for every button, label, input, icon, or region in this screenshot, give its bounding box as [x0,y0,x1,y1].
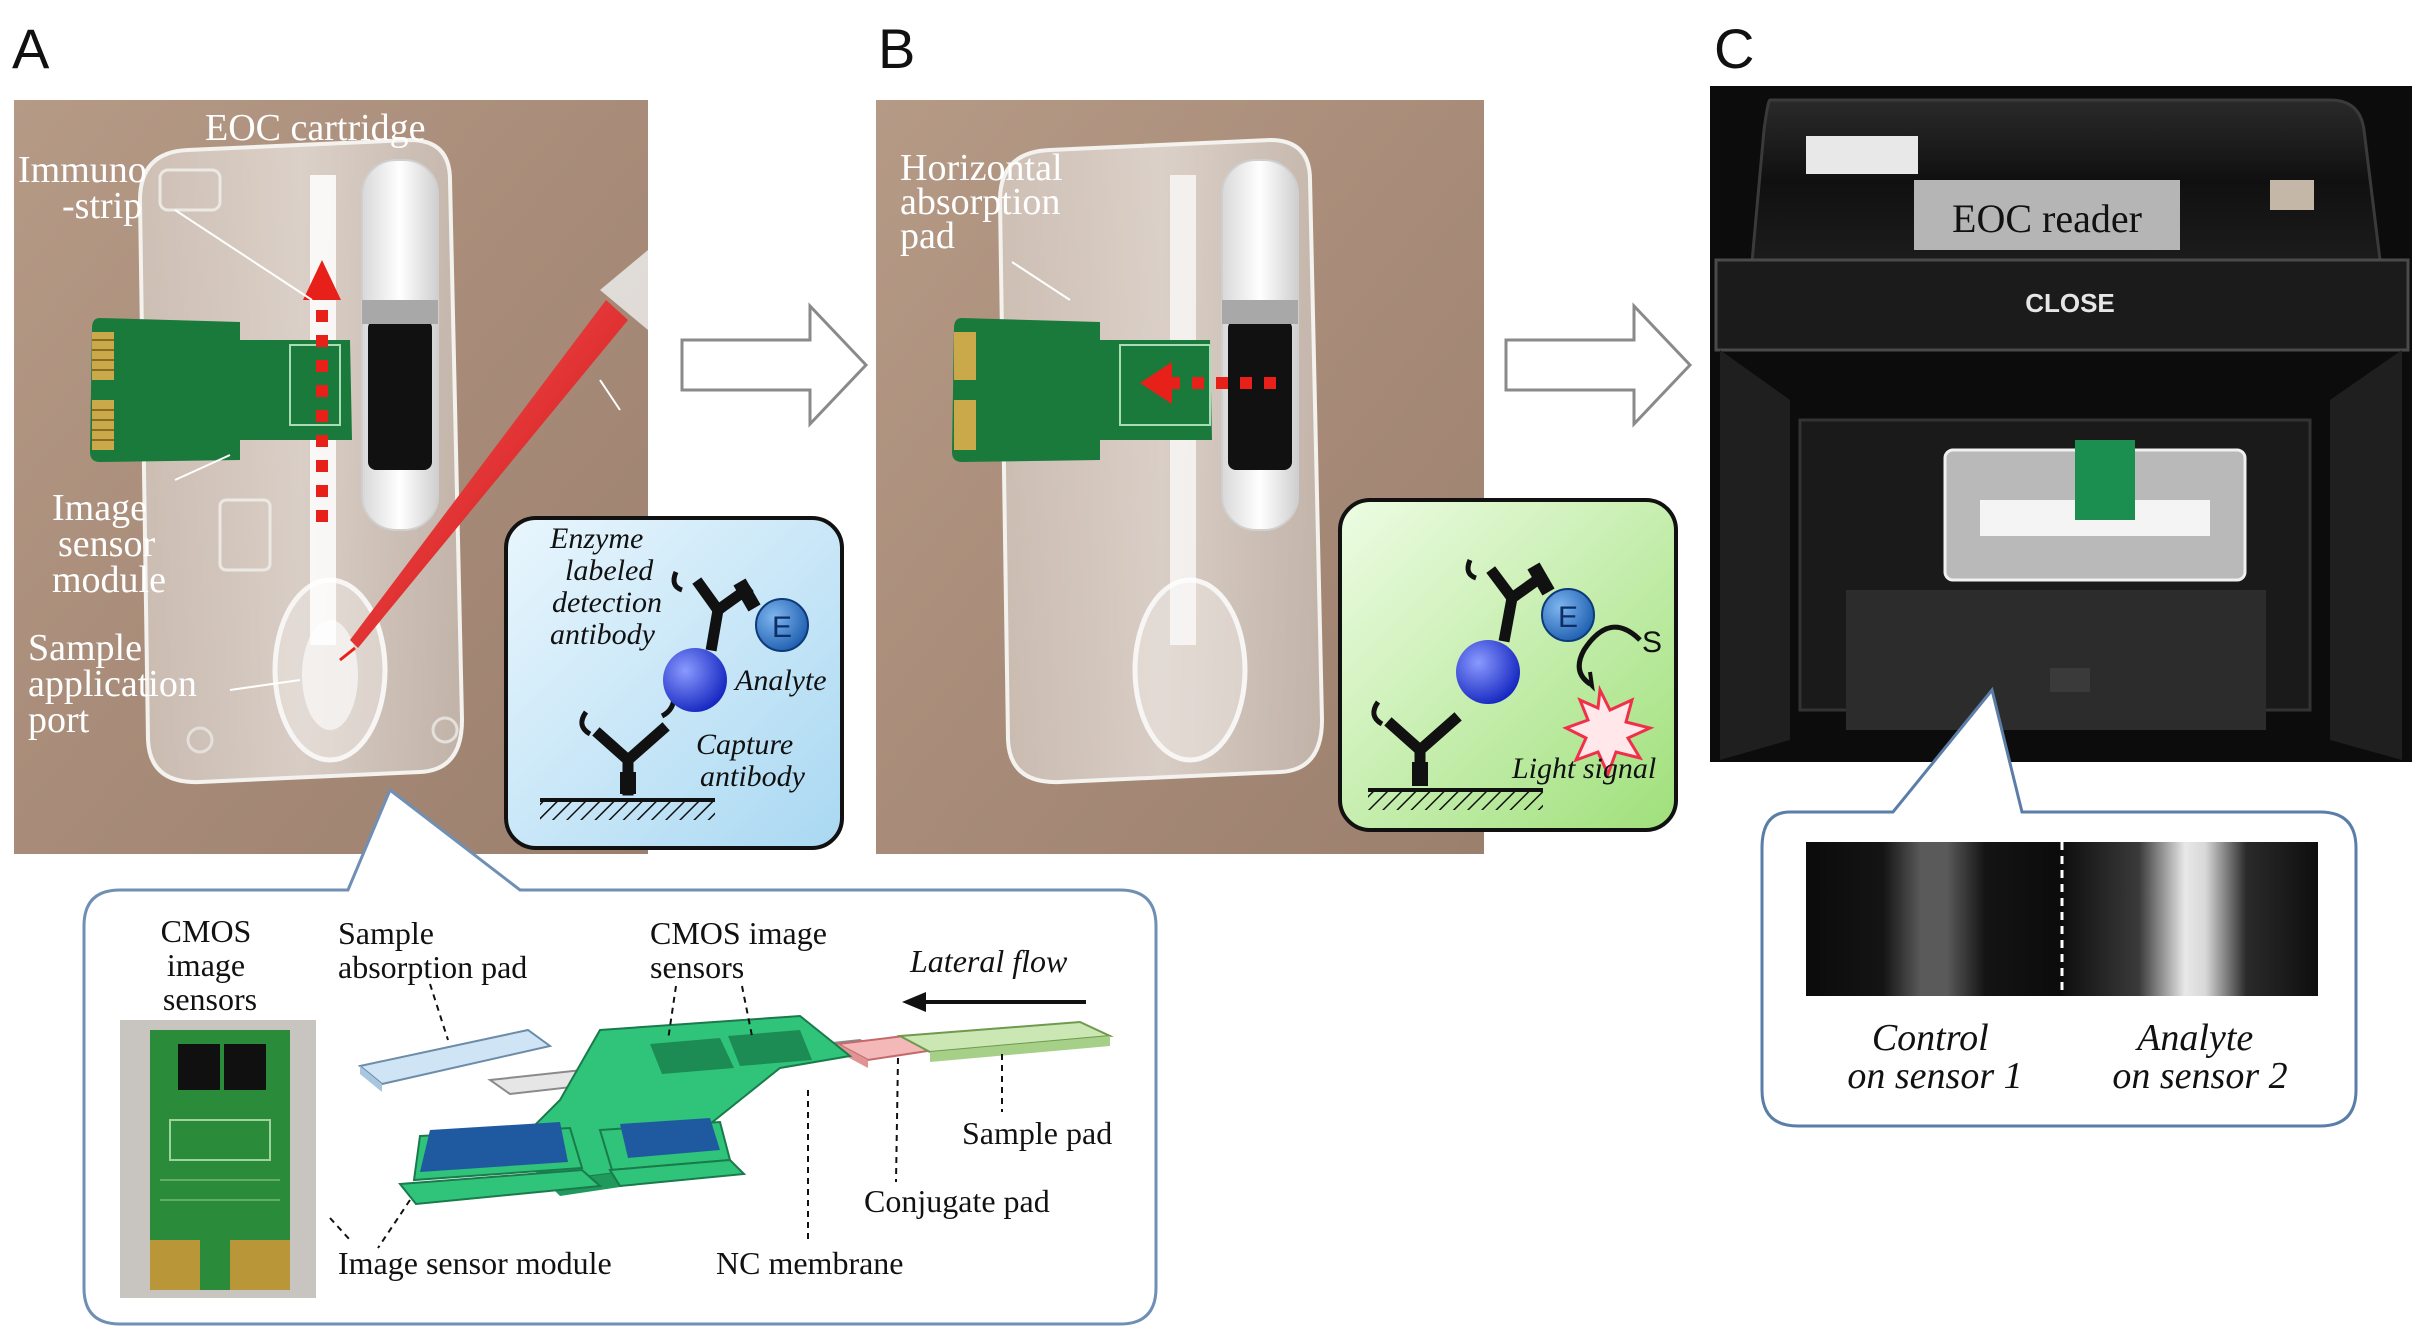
svg-text:Capture antibody: Capture antibody [696,728,806,793]
detail-callout: CMOS image sensors Sample absorption pad… [82,787,1158,1326]
flow-arrow-horizontal [1140,362,1276,404]
image-sensor-module-label: Image sensor module [338,1245,612,1281]
svg-text:Horizontal absorption: Horizontal absorption pad [900,147,1072,257]
analyte-ball [663,648,727,712]
eoc-cartridge-label: EOC cartridge [205,107,426,149]
substrate-label: S [1642,626,1662,659]
panel-c-letter: C [1714,17,1754,80]
cmos-stack-label-1: CMOS image [650,915,827,951]
light-signal-label: Light signal [1511,752,1656,785]
cmos-sensors-label-1: CMOS [161,913,252,949]
horizontal-pad-label-1: Horizontal [900,147,1063,189]
sample-absorption-label-2: absorption pad [338,949,527,985]
cmos-sensor-top-2 [728,1030,812,1066]
immuno-strip-label-1: Immuno [18,149,147,191]
lateral-flow-arrow [902,992,1086,1012]
pipette [339,250,648,662]
enzyme-e-a [755,598,809,652]
eoc-reader-label: EOC reader [1952,196,2142,241]
enzyme-e-b [1541,588,1595,642]
capture-antibody-label-2: antibody [700,760,806,793]
inserted-cartridge [1943,440,2247,582]
capture-antibody-label-1: Capture [696,728,793,761]
step-arrow-1 [680,302,869,428]
cmos-sensor-top-1 [650,1038,734,1074]
sample-pad-label: Sample pad [962,1115,1112,1151]
svg-text:Sample absorption pad: Sample absorption pad [338,915,527,985]
flow-arrow-vertical [303,260,341,522]
cmos-sensors-label-3: sensors [163,981,257,1017]
panel-a-photo: EOC cartridge Immuno -strip Image sensor… [14,100,648,854]
sample-absorption-label-1: Sample [338,915,434,951]
sensor-module-label-2: sensor [58,523,155,565]
step-arrow-2 [1504,302,1693,428]
svg-text:Immuno -strip: Immuno -strip [18,149,156,227]
svg-text:Image sensor modul: Image sensor module [52,487,166,601]
conjugate-pad-label: Conjugate pad [864,1183,1050,1219]
analyte-ball-b [1456,640,1520,704]
sensor-1-image [1806,842,2062,996]
nc-membrane-label: NC membrane [716,1245,904,1281]
cmos-pcb-photo [120,1020,316,1298]
svg-text:Sample application: Sample application port [28,627,206,741]
eoc-reader-tag [1914,180,2180,250]
svg-text:Control on sensor 1: Control on sensor 1 [1847,1017,2022,1097]
panel-c-photo: EOC reader CLOSE [1710,86,2412,762]
close-label: CLOSE [2025,288,2115,318]
sensor-panel-1 [420,1122,568,1172]
svg-text:CMOS image sensors: CMOS image sensors [650,915,835,985]
control-label-2: on sensor 1 [1847,1055,2022,1097]
sensor-module-label-3: module [52,559,166,601]
sensor-2-image [2062,842,2318,996]
panel-a-inset: E Enzyme labeled detection antibody Anal… [504,516,844,850]
sensor-callout: Control on sensor 1 Analyte on sensor 2 [1760,686,2358,1128]
panel-a-letter: A [12,17,50,80]
panel-b-inset: E S Light signal [1338,498,1678,832]
detection-antibody-label-1: Enzyme [549,522,643,555]
enzyme-e-b-label: E [1558,601,1578,634]
analyte-sensor-label-1: Analyte [2134,1017,2253,1059]
detection-antibody-label-2: labeled [565,554,654,587]
lateral-flow-label: Lateral flow [909,943,1068,979]
sensor-module-label-1: Image [52,487,147,529]
control-label-1: Control [1872,1017,1989,1059]
enzyme-e-a-label: E [772,611,792,644]
cmos-stack-label-2: sensors [650,949,744,985]
cmos-sensors-label-2: image [167,947,245,983]
svg-text:Enzyme labeled det: Enzyme labeled detection antibody [549,522,669,651]
image-sensor-pcb [90,318,352,462]
sensor-panel-2 [620,1118,720,1158]
light-burst [1562,684,1655,778]
immuno-strip-label-2: -strip [62,185,142,227]
analyte-label-a: Analyte [733,664,827,697]
horizontal-pad-label-2: absorption [900,181,1060,223]
svg-text:Analyte on sensor 2: Analyte on sensor 2 [2112,1017,2287,1097]
sample-port-label-2: application [28,663,197,705]
svg-text:CMOS image sensors: CMOS image sensors [161,913,260,1017]
horizontal-pad-label-3: pad [900,215,955,257]
detection-antibody-label-3: detection [552,586,662,619]
analyte-sensor-label-2: on sensor 2 [2112,1055,2287,1097]
detection-antibody-label-4: antibody [550,618,656,651]
sample-port-label-1: Sample [28,627,142,669]
strip-layers [357,1014,1114,1206]
sample-port-label-3: port [28,699,90,741]
panel-b-letter: B [878,17,915,80]
reagent-vial [361,159,439,531]
